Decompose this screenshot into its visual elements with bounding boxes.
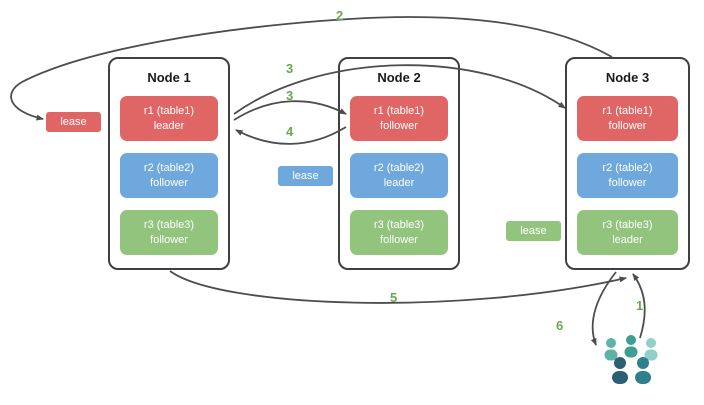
step-label-3a: 3 — [286, 61, 294, 76]
node-2-replica-r2: r2 (table2) leader — [350, 153, 448, 198]
node-3: Node 3 r1 (table1) follower r2 (table2) … — [565, 57, 690, 270]
node-2: Node 2 r1 (table1) follower r2 (table2) … — [338, 57, 460, 270]
node-1-title: Node 1 — [147, 70, 191, 85]
lease-badge-blue: lease — [278, 166, 333, 186]
replica-role: follower — [608, 119, 647, 132]
replica-role: follower — [150, 176, 188, 189]
arrow-step5 — [169, 270, 627, 304]
replica-label: r2 (table2) — [602, 161, 653, 174]
node-3-replica-r2: r2 (table2) follower — [577, 153, 678, 198]
replica-role: leader — [383, 176, 415, 189]
replica-label: r3 (table3) — [373, 218, 425, 231]
replica-label: r2 (table2) — [143, 161, 195, 174]
node-1-replica-r3: r3 (table3) follower — [120, 210, 218, 255]
replica-role: follower — [380, 233, 418, 246]
node-2-replica-r1: r1 (table1) follower — [350, 96, 448, 141]
step-label-6: 6 — [556, 318, 564, 333]
node-3-replica-r3: r3 (table3) leader — [577, 210, 678, 255]
step-label-1: 1 — [636, 298, 644, 313]
replica-label: r1 (table1) — [602, 104, 653, 117]
step-label-4: 4 — [286, 124, 294, 139]
step-label-3b: 3 — [286, 88, 294, 103]
node-3-title: Node 3 — [605, 70, 650, 85]
replica-role: follower — [380, 119, 418, 132]
replica-label: r2 (table2) — [373, 161, 425, 174]
arrow-step3-to-node2 — [233, 100, 347, 121]
node-2-replica-r3: r3 (table3) follower — [350, 210, 448, 255]
replica-role: leader — [612, 233, 643, 246]
lease-badge-red: lease — [46, 112, 101, 132]
replica-role: leader — [153, 119, 185, 132]
step-label-2: 2 — [336, 8, 344, 23]
node-2-title: Node 2 — [377, 70, 421, 85]
users-icon — [604, 335, 658, 384]
replica-label: r3 (table3) — [143, 218, 195, 231]
node-1: Node 1 r1 (table1) leader r2 (table2) fo… — [108, 57, 230, 270]
node-1-replica-r1: r1 (table1) leader — [120, 96, 218, 141]
replica-label: r3 (table3) — [602, 218, 653, 231]
node-3-replica-r1: r1 (table1) follower — [577, 96, 678, 141]
replica-role: follower — [150, 233, 188, 246]
node-1-replica-r2: r2 (table2) follower — [120, 153, 218, 198]
replica-role: follower — [608, 176, 647, 189]
arrow-step2 — [10, 16, 613, 121]
step-label-5: 5 — [390, 290, 398, 305]
lease-badge-green: lease — [506, 221, 561, 241]
replica-label: r1 (table1) — [373, 104, 425, 117]
replica-label: r1 (table1) — [143, 104, 195, 117]
